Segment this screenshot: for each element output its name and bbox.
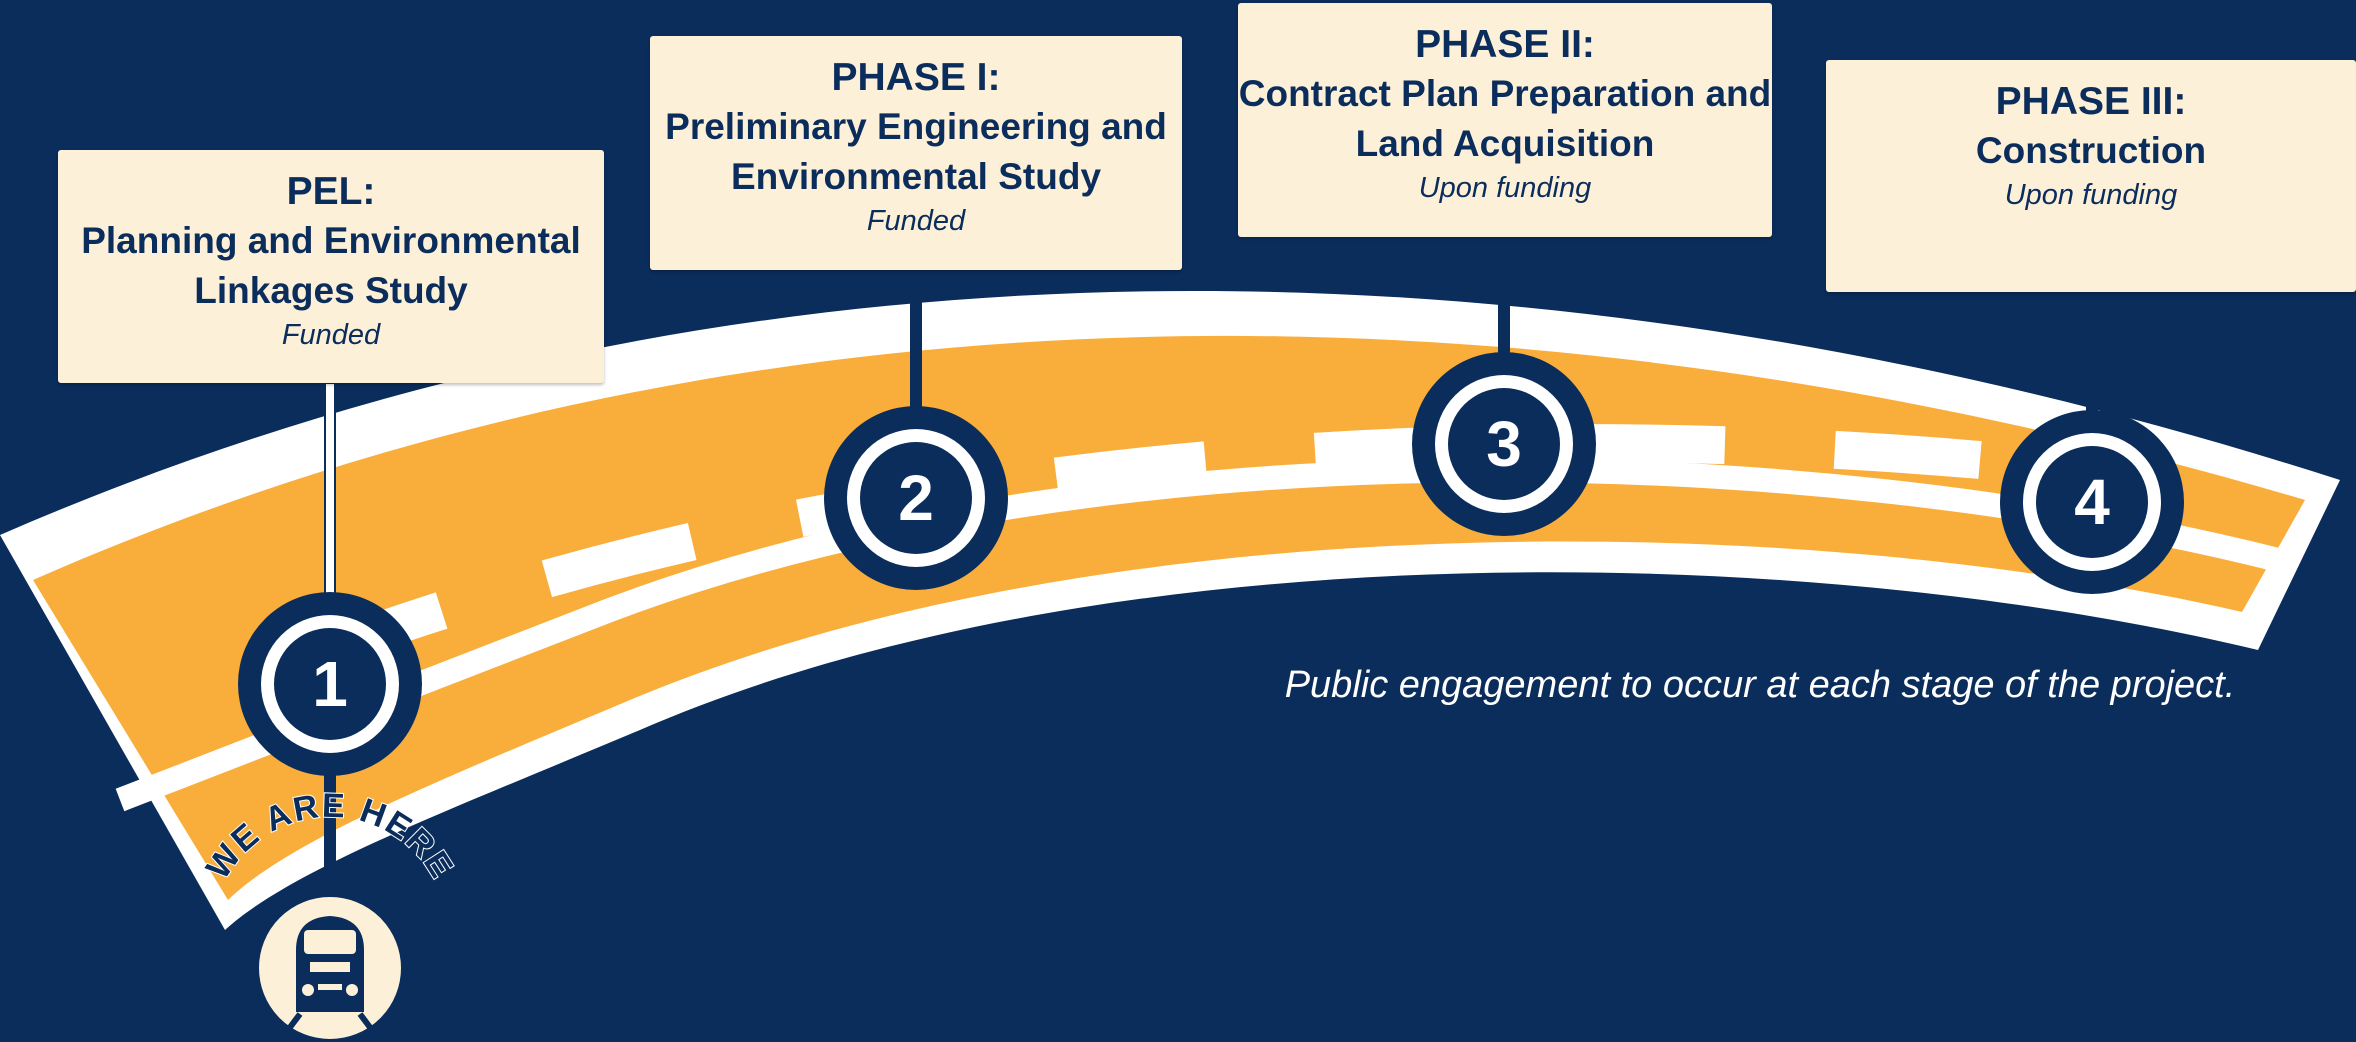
phase-status: Upon funding <box>2004 179 2178 211</box>
phase-card-phase-3: PHASE III: Construction Upon funding <box>1826 60 2356 292</box>
phase-status: Funded <box>866 205 966 237</box>
phase-card-pel: PEL: Planning and Environmental Linkages… <box>58 150 604 383</box>
road-center-dashes <box>293 424 1982 678</box>
step-number-3: 3 <box>1486 408 1522 480</box>
phase-status: Funded <box>281 319 381 351</box>
phase-card-phase-2: PHASE II: Contract Plan Preparation and … <box>1238 3 1772 237</box>
public-engagement-note: Public engagement to occur at each stage… <box>1284 664 2236 706</box>
step-circle-1: 1 <box>238 592 422 776</box>
phase-description: Preliminary Engineering and Environmenta… <box>665 106 1167 197</box>
phase-heading: PEL: <box>286 170 376 213</box>
phase-heading: PHASE II: <box>1415 23 1595 66</box>
step-circle-3: 3 <box>1412 352 1596 536</box>
step-number-1: 1 <box>312 648 348 720</box>
phase-description: Planning and Environmental Linkages Stud… <box>81 220 581 311</box>
step-circle-2: 2 <box>824 406 1008 590</box>
phase-status: Upon funding <box>1418 172 1592 204</box>
step-number-4: 4 <box>2074 466 2110 538</box>
phase-heading: PHASE III: <box>1995 80 2187 123</box>
step-number-2: 2 <box>898 462 934 534</box>
phase-description: Construction <box>1975 130 2207 171</box>
phase-card-phase-1: PHASE I: Preliminary Engineering and Env… <box>650 36 1182 270</box>
train-icon <box>285 916 375 1032</box>
step-circle-4: 4 <box>2000 410 2184 594</box>
phase-heading: PHASE I: <box>831 56 1001 99</box>
phase-description: Contract Plan Preparation and Land Acqui… <box>1238 73 1772 164</box>
